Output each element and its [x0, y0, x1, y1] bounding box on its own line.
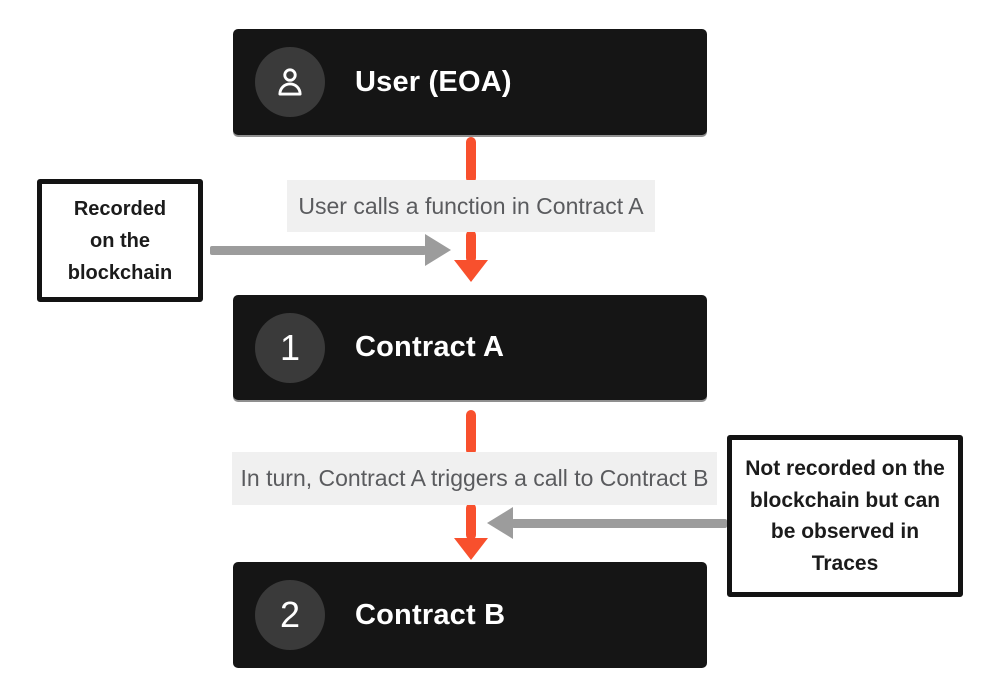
flow-arrow-label2-to-contract-b [466, 503, 476, 540]
gray-arrow-recorded-shaft [210, 246, 426, 255]
step-2-number: 2 [279, 594, 301, 635]
node-contract-a: 1 Contract A [233, 295, 707, 400]
annotation-recorded-text: Recorded on the blockchain [67, 197, 173, 284]
annotation-recorded-on-chain: Recorded on the blockchain [37, 179, 203, 302]
flow-label-step2-text: In turn, Contract A triggers a call to C… [240, 465, 709, 491]
step-1-badge: 1 [255, 312, 325, 383]
node-contract-b: 2 Contract B [233, 562, 707, 668]
flow-arrowhead-to-contract-b [454, 538, 488, 560]
step-2-badge: 2 [255, 580, 325, 650]
gray-arrow-left-icon [487, 507, 513, 539]
flow-arrow-label1-to-contract-a [466, 230, 476, 263]
node-user-eoa: User (EOA) [233, 29, 707, 135]
user-icon [271, 63, 309, 101]
flow-label-step2: In turn, Contract A triggers a call to C… [232, 452, 717, 505]
gray-arrow-traces-shaft [512, 519, 727, 528]
annotation-not-recorded-text: Not recorded on the blockchain but can b… [745, 457, 945, 575]
flow-label-step1-text: User calls a function in Contract A [298, 192, 644, 219]
flow-arrow-user-to-label1 [466, 137, 476, 183]
gray-arrow-right-icon [425, 234, 451, 266]
step-1-number: 1 [279, 326, 301, 368]
flow-arrow-contract-a-to-label2 [466, 410, 476, 455]
flow-arrowhead-to-contract-a [454, 260, 488, 282]
flow-label-step1: User calls a function in Contract A [287, 180, 655, 232]
user-avatar-circle [255, 47, 325, 117]
node-contract-a-label: Contract A [355, 331, 505, 363]
annotation-not-recorded-traces: Not recorded on the blockchain but can b… [727, 435, 963, 597]
node-user-label: User (EOA) [355, 65, 512, 98]
node-contract-b-label: Contract B [355, 598, 506, 631]
